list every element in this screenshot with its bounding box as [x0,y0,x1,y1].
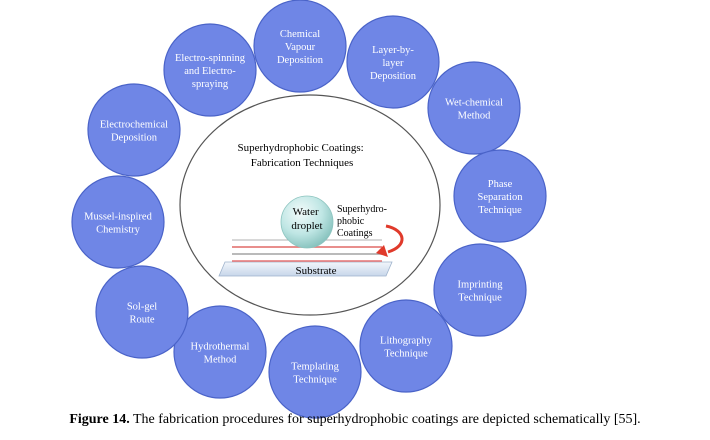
caption-label: Figure 14. [69,412,130,427]
coating-label: Superhydro- phobic Coatings [337,204,390,239]
technique-circle [253,0,347,93]
substrate: Substrate [218,261,393,277]
technique-circle [95,265,189,359]
technique-circle [433,243,527,337]
technique-circle [163,23,257,117]
substrate-label: Substrate [296,265,337,277]
droplet-label: Water droplet [291,206,322,232]
technique-circle [359,299,453,393]
technique-circle [427,61,521,155]
technique-circle [173,305,267,399]
curved-arrow-icon [376,224,404,257]
technique-circle [346,15,440,109]
center-title: Superhydrophobic Coatings: Fabrication T… [238,142,367,169]
caption-text: The fabrication procedures for superhydr… [129,412,641,427]
technique-circle [71,175,165,269]
technique-circle [453,149,547,243]
figure-caption: Figure 14. The fabrication procedures fo… [0,412,710,428]
technique-circle [87,83,181,177]
technique-circle [268,325,362,419]
water-droplet [280,195,334,249]
